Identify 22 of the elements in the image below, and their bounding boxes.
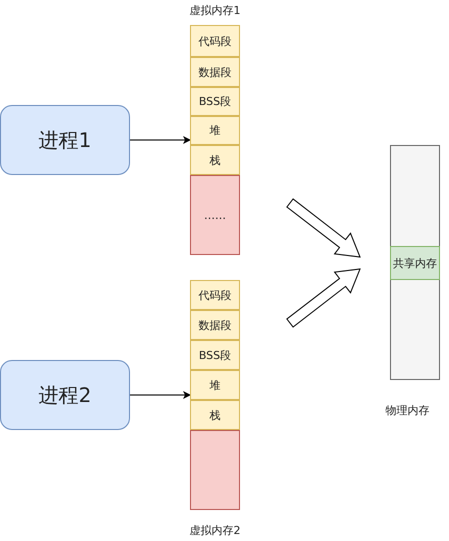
memory-segment: 数据段 bbox=[190, 57, 240, 87]
block-arrow bbox=[286, 268, 361, 328]
memory-heading: 物理内存 bbox=[384, 403, 430, 418]
process-box: 进程1 bbox=[0, 105, 130, 175]
arrow bbox=[130, 391, 191, 399]
memory-segment: 栈 bbox=[190, 145, 240, 175]
memory-segment: BSS段 bbox=[190, 87, 240, 116]
memory-region bbox=[190, 430, 240, 510]
memory-heading: 虚拟内存1 bbox=[188, 3, 242, 18]
memory-heading: 虚拟内存2 bbox=[188, 523, 242, 538]
memory-segment: 数据段 bbox=[190, 310, 240, 340]
process-box: 进程2 bbox=[0, 360, 130, 430]
block-arrow bbox=[286, 198, 361, 258]
memory-segment: 堆 bbox=[190, 116, 240, 145]
arrow bbox=[130, 136, 191, 144]
memory-segment: BSS段 bbox=[190, 340, 240, 370]
memory-segment: 代码段 bbox=[190, 280, 240, 310]
memory-region: …… bbox=[190, 175, 240, 255]
memory-segment: 栈 bbox=[190, 400, 240, 430]
memory-segment: 堆 bbox=[190, 370, 240, 400]
memory-segment: 代码段 bbox=[190, 25, 240, 57]
shared-memory-segment: 共享内存 bbox=[390, 246, 440, 280]
